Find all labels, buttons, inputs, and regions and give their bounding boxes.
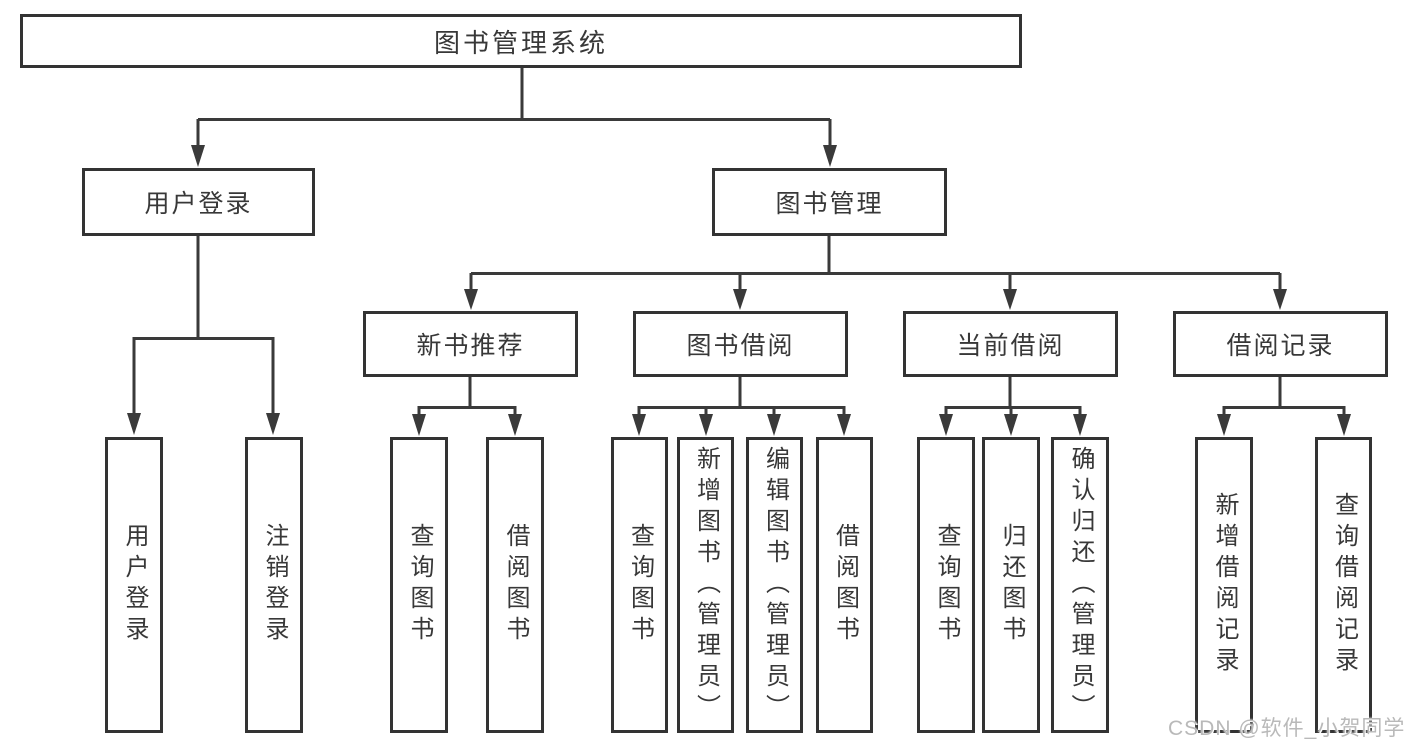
node-user-login-label: 用户登录 [144,190,253,218]
leaf-query-borrow-record-label: 查询借阅记录 [1330,492,1358,678]
arrowheads-user-login-children [127,413,280,435]
node-current-borrow-label: 当前借阅 [956,332,1065,360]
leaf-edit-book-admin: 编辑图书（管理员） [746,437,803,733]
leaf-add-borrow-record: 新增借阅记录 [1195,437,1253,733]
leaf-query-books-current: 查询图书 [917,437,975,733]
leaf-confirm-return-admin: 确认归还（管理员） [1051,437,1109,733]
leaf-borrow-books: 借阅图书 [816,437,873,733]
leaf-confirm-return-admin-label: 确认归还（管理员） [1067,445,1094,725]
arrowheads-leaves [412,414,1351,436]
leaf-return-book: 归还图书 [982,437,1040,733]
node-new-book-recommend-label: 新书推荐 [416,332,525,360]
node-root-system-label: 图书管理系统 [433,27,608,58]
leaf-query-books-borrow-label: 查询图书 [626,523,654,647]
connector-records-children [1222,377,1346,415]
connector-book-management-children [469,236,1282,290]
leaf-return-book-label: 归还图书 [998,523,1025,647]
leaf-query-borrow-record: 查询借阅记录 [1315,437,1372,733]
leaf-query-books-recommend-label: 查询图书 [406,523,433,647]
leaf-query-books-recommend: 查询图书 [390,437,448,733]
connector-borrow-children [637,377,846,415]
leaf-borrow-books-label: 借阅图书 [831,523,859,647]
leaf-user-login: 用户登录 [105,437,163,733]
node-current-borrow: 当前借阅 [903,311,1118,377]
leaf-logout-label: 注销登录 [261,523,288,647]
csdn-watermark: CSDN @软件_小贺同学 [1168,717,1405,740]
node-book-borrow-label: 图书借阅 [686,332,795,360]
node-root-system: 图书管理系统 [20,14,1022,68]
connector-current-children [944,377,1082,415]
node-borrow-records-label: 借阅记录 [1226,332,1335,360]
arrowheads-level3 [464,289,1287,310]
node-new-book-recommend: 新书推荐 [363,311,578,377]
arrowheads-level2 [191,145,837,167]
connector-recommend-children [417,377,517,415]
leaf-edit-book-admin-label: 编辑图书（管理员） [761,445,789,725]
leaf-add-book-admin: 新增图书（管理员） [677,437,734,733]
node-borrow-records: 借阅记录 [1173,311,1388,377]
leaf-user-login-label: 用户登录 [121,523,148,647]
leaf-add-book-admin-label: 新增图书（管理员） [692,445,720,725]
node-book-borrow: 图书借阅 [633,311,848,377]
connector-user-login-children [132,236,275,414]
leaf-borrow-books-recommend: 借阅图书 [486,437,544,733]
node-book-management: 图书管理 [712,168,947,236]
connector-root-to-level2 [196,67,832,146]
leaf-query-books-borrow: 查询图书 [611,437,668,733]
leaf-logout: 注销登录 [245,437,303,733]
leaf-add-borrow-record-label: 新增借阅记录 [1211,492,1238,678]
leaf-borrow-books-recommend-label: 借阅图书 [502,523,529,647]
node-book-management-label: 图书管理 [775,190,884,218]
leaf-query-books-current-label: 查询图书 [933,523,960,647]
node-user-login: 用户登录 [82,168,315,236]
